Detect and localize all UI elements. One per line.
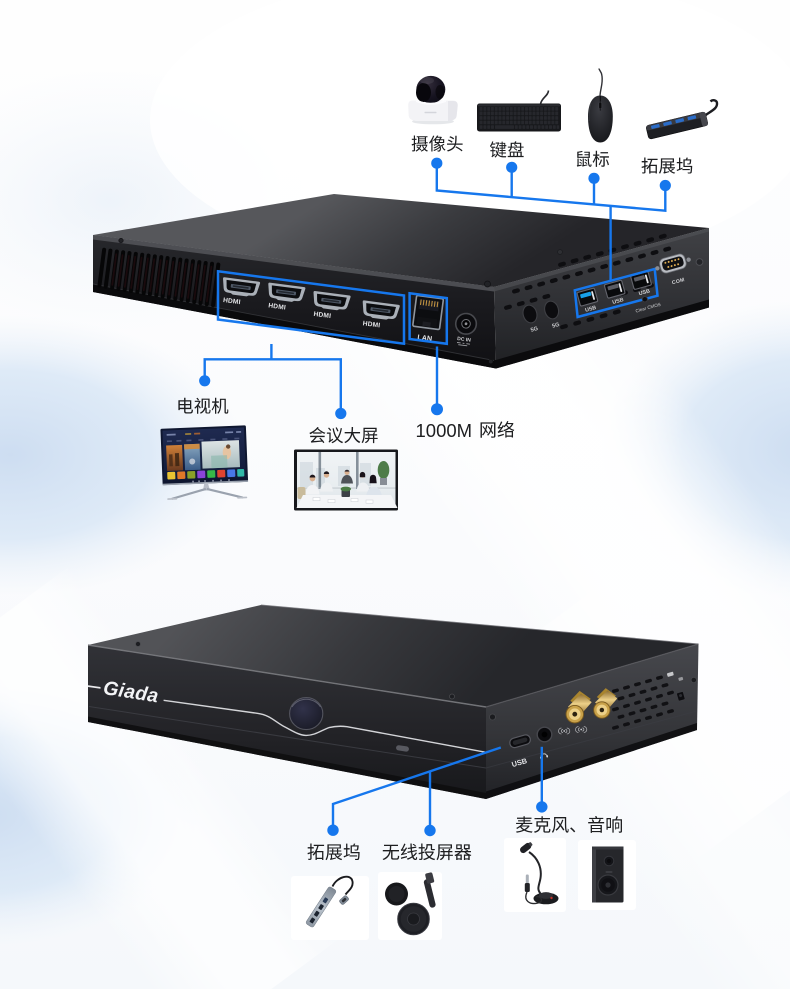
svg-text:HDMI: HDMI	[268, 302, 286, 311]
svg-text:USB: USB	[511, 756, 528, 769]
svg-text:USB: USB	[612, 297, 625, 306]
svg-text:5G: 5G	[552, 322, 561, 330]
svg-text:HDMI: HDMI	[313, 311, 331, 320]
svg-text:USB: USB	[585, 305, 598, 314]
svg-text:USB: USB	[638, 288, 651, 297]
svg-text:1000M: 1000M	[416, 420, 473, 441]
svg-text:HDMI: HDMI	[362, 320, 380, 329]
svg-text:LAN: LAN	[417, 332, 433, 343]
svg-text:5G: 5G	[530, 326, 539, 334]
svg-text:Clear CMOS: Clear CMOS	[635, 302, 661, 314]
svg-text:COM: COM	[671, 277, 685, 286]
svg-text:HDMI: HDMI	[223, 297, 241, 306]
svg-text:DC IN: DC IN	[457, 336, 472, 344]
